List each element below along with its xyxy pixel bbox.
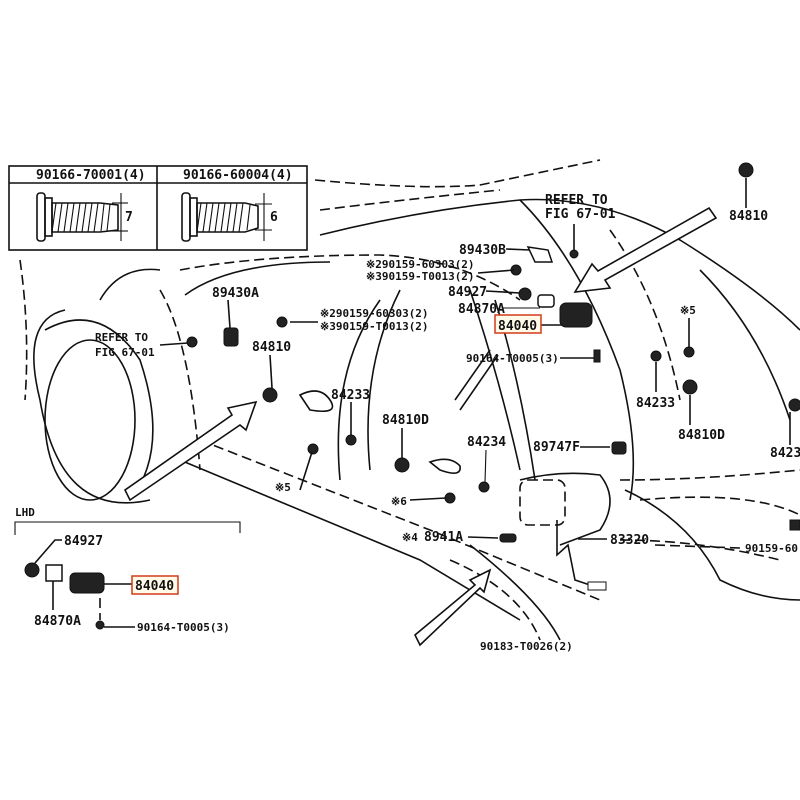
refer-note-left-2: FIG 67-01: [95, 346, 155, 359]
label-84927[interactable]: 84927: [448, 285, 487, 300]
lhd-title: LHD: [15, 506, 35, 519]
label-84810D-right[interactable]: 84810D: [678, 428, 725, 443]
lhd-label-84040[interactable]: 84040: [135, 579, 174, 594]
label-84870A[interactable]: 84870A: [458, 302, 505, 317]
lhd-label-screw[interactable]: 90164-T0005(3): [137, 621, 230, 634]
label-84810D-mid[interactable]: 84810D: [382, 413, 429, 428]
label-84233-right[interactable]: 84233: [636, 396, 675, 411]
refer-note-top-2: FIG 67-01: [545, 207, 616, 222]
label-89430B[interactable]: 89430B: [459, 243, 506, 258]
vehicle-outline: [19, 159, 800, 641]
label-clip-left-1[interactable]: ※290159-60303(2): [320, 307, 429, 320]
label-90159-cut[interactable]: 90159-60: [745, 542, 798, 555]
label-8423-cut[interactable]: 8423: [770, 446, 800, 461]
highlight-box: [494, 314, 542, 334]
label-84040-main[interactable]: 84040: [498, 319, 537, 334]
direction-arrow: [573, 206, 718, 293]
fastener-table: 90166-70001(4) 90166-60004(4) 7 6: [8, 165, 308, 251]
table-dim-2: 6: [270, 210, 278, 225]
note-5-right: ※5: [680, 304, 696, 317]
lhd-label-84870A[interactable]: 84870A: [34, 614, 81, 629]
label-90183-cut[interactable]: 90183-T0026(2): [480, 640, 573, 653]
label-84810-left[interactable]: 84810: [252, 340, 291, 355]
highlight-box: [131, 575, 179, 595]
refer-note-left-1: REFER TO: [95, 331, 148, 344]
bolt-icon: [181, 192, 272, 242]
note-6: ※6: [391, 495, 407, 508]
bolt-icon: [36, 192, 128, 242]
label-84810-top[interactable]: 84810: [729, 209, 768, 224]
refer-note-top-1: REFER TO: [545, 193, 608, 208]
label-clip-right-1[interactable]: ※290159-60303(2): [366, 258, 475, 271]
label-89747F[interactable]: 89747F: [533, 440, 580, 455]
label-clip-right-2[interactable]: ※390159-T0013(2): [366, 270, 475, 283]
table-part-1: 90166-70001(4): [36, 168, 146, 183]
note-4: ※4: [402, 531, 418, 544]
label-89430A[interactable]: 89430A: [212, 286, 259, 301]
label-8941A[interactable]: 8941A: [424, 530, 463, 545]
direction-arrow: [123, 400, 258, 502]
label-clip-left-2[interactable]: ※390159-T0013(2): [320, 320, 429, 333]
label-84233-left[interactable]: 84233: [331, 388, 370, 403]
table-dim-1: 7: [125, 210, 133, 225]
table-part-2: 90166-60004(4): [183, 168, 293, 183]
direction-arrow: [414, 568, 492, 647]
label-screw-main[interactable]: 90164-T0005(3): [466, 352, 559, 365]
label-83320[interactable]: 83320: [610, 533, 649, 548]
label-84234[interactable]: 84234: [467, 435, 506, 450]
leader-lines: [14, 178, 791, 628]
part-glyphs: [24, 162, 800, 630]
lhd-label-84927[interactable]: 84927: [64, 534, 103, 549]
note-5-left: ※5: [275, 481, 291, 494]
